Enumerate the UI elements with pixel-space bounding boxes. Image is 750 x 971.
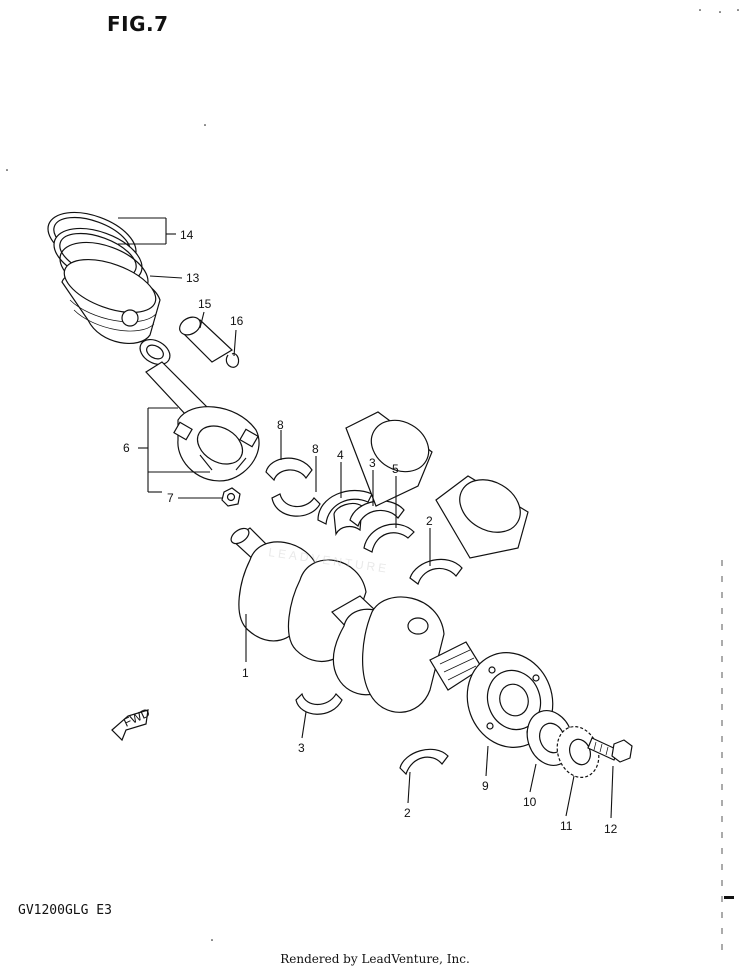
callout-5: 5 <box>392 462 399 476</box>
bolt <box>587 737 633 763</box>
callout-11: 11 <box>560 819 573 833</box>
crankshaft-bearing-3-lower <box>295 692 343 715</box>
callout-8a: 8 <box>277 418 284 432</box>
callout-12: 12 <box>604 822 618 836</box>
piston-pin <box>178 316 233 363</box>
callout-6: 6 <box>123 441 130 455</box>
callout-3a: 3 <box>369 456 376 470</box>
forward-arrow-icon: FWD <box>111 705 152 742</box>
crankshaft-bearing-3-upper <box>349 500 405 527</box>
model-code: GV1200GLG E3 <box>18 903 112 918</box>
callout-4: 4 <box>337 448 344 462</box>
callout-1: 1 <box>242 666 249 680</box>
piston <box>61 259 161 344</box>
crankshaft-bearing-2-lower <box>399 748 449 776</box>
callout-2a: 2 <box>426 514 433 528</box>
callout-15: 15 <box>198 297 212 311</box>
crankshaft <box>230 527 483 713</box>
callout-9: 9 <box>482 779 489 793</box>
conrod-bearing-upper <box>265 457 313 482</box>
crankshaft-bearing-2-upper <box>409 558 463 585</box>
figure-title: FIG.7 <box>107 12 169 36</box>
edge-mark <box>724 896 734 899</box>
callout-7: 7 <box>167 491 174 505</box>
callout-16: 16 <box>230 314 244 328</box>
callout-3b: 3 <box>298 741 305 755</box>
callout-2b: 2 <box>404 806 411 820</box>
callout-14: 14 <box>180 228 194 242</box>
leader-lines <box>118 217 614 819</box>
nut <box>221 487 241 507</box>
sprocket <box>556 726 600 778</box>
thrust-bearing-5 <box>363 523 415 553</box>
footer-credit: Rendered by LeadVenture, Inc. <box>280 952 470 966</box>
callout-13: 13 <box>186 271 200 285</box>
callout-8b: 8 <box>312 442 319 456</box>
piston-outline-lower <box>435 475 529 559</box>
piston-outline-upper <box>345 411 433 507</box>
connecting-rod <box>139 338 260 482</box>
circlip <box>225 353 240 368</box>
callout-labels: 14 13 15 16 6 7 8 8 4 3 5 2 1 3 2 9 10 1… <box>123 228 618 836</box>
callout-10: 10 <box>523 795 537 809</box>
scan-artifacts <box>6 9 739 960</box>
conrod-bearing-lower <box>271 493 321 517</box>
